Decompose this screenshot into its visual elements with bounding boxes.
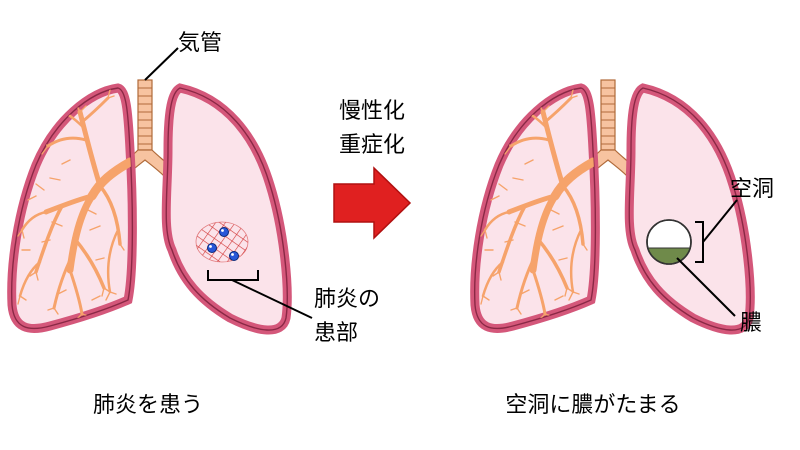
bacteria [207, 227, 239, 261]
right-lungs-diagram [475, 79, 751, 330]
lung-left [12, 88, 133, 328]
lesion-label-2: 患部 [314, 321, 358, 346]
caption-right: 空洞に膿がたまる [505, 393, 680, 418]
cavity-callout [695, 199, 738, 263]
lesion-callout [207, 270, 313, 319]
lung-left-2 [475, 88, 596, 328]
lung-right-2 [629, 88, 750, 330]
pneumonia-lesion [195, 221, 249, 263]
cavity [646, 219, 692, 265]
caption-left: 肺炎を患う [93, 393, 203, 418]
trachea-callout-line [144, 47, 179, 81]
lesion-label-1: 肺炎の [314, 287, 380, 312]
cavity-label: 空洞 [730, 177, 774, 202]
pus-label: 膿 [740, 311, 762, 336]
progression-arrow [333, 166, 412, 240]
pus-callout-line [676, 257, 736, 317]
lung-right [166, 88, 287, 330]
left-lungs-diagram [12, 47, 313, 330]
process-label-2: 重症化 [339, 133, 405, 158]
process-label-1: 慢性化 [339, 99, 405, 124]
trachea-label: 気管 [178, 31, 222, 56]
